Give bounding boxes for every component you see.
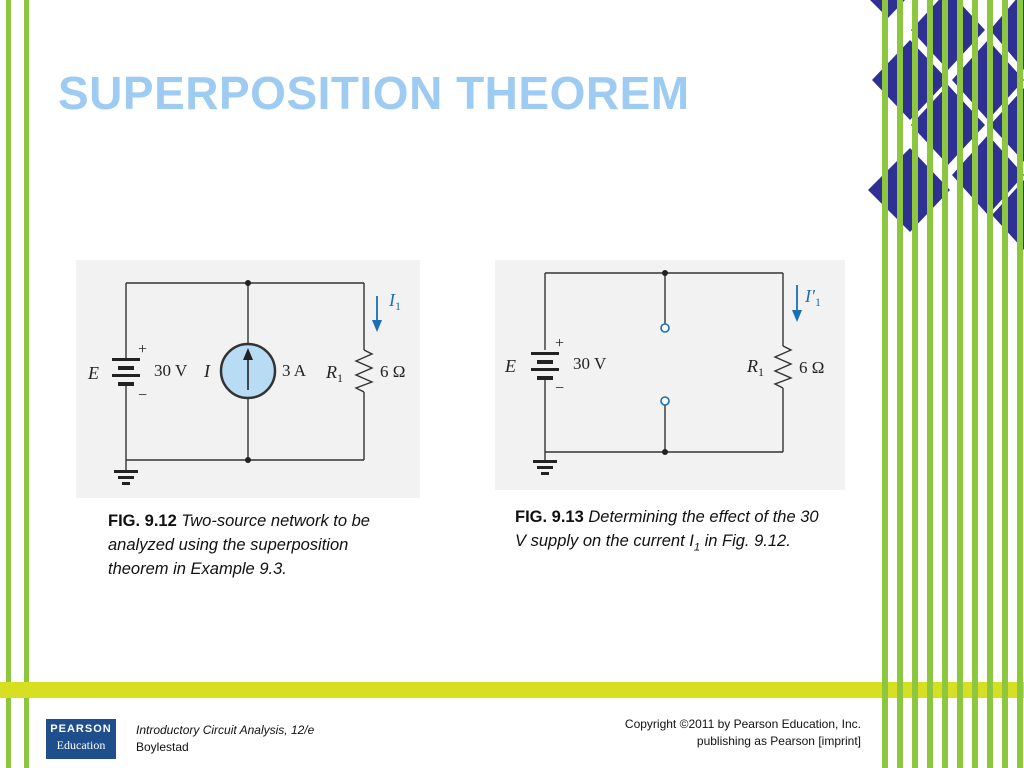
book-author: Boylestad: [136, 740, 189, 754]
battery-symbol: [112, 358, 140, 386]
current-arrow-icon: [792, 285, 802, 322]
figure-9-13-caption: FIG. 9.13 Determining the effect of the …: [515, 505, 830, 559]
resistor-label: R: [325, 362, 337, 382]
current-arrow-icon: [372, 296, 382, 332]
svg-text:R1: R1: [325, 362, 343, 385]
battery-symbol: [531, 352, 559, 380]
current-label: I: [388, 290, 396, 310]
caption-subscript: 1: [693, 541, 700, 554]
svg-text:I′1: I′1: [804, 286, 821, 309]
current-subscript: 1: [395, 299, 401, 313]
source-i-value: 3 A: [282, 361, 307, 380]
junction-dot: [662, 449, 668, 455]
plus-sign: +: [138, 341, 147, 358]
source-i-label: I: [203, 361, 211, 381]
open-terminal: [660, 396, 670, 406]
caption-text: Determining the effect of the 30 V suppl…: [515, 508, 819, 554]
logo-line1: PEARSON: [50, 723, 112, 735]
plus-sign: +: [555, 335, 564, 352]
source-e-value: 30 V: [573, 354, 607, 373]
open-terminal: [660, 323, 670, 333]
resistor-value: 6 Ω: [380, 362, 405, 381]
source-e-label: E: [504, 356, 516, 376]
svg-text:R1: R1: [746, 356, 764, 379]
svg-text:I1: I1: [388, 290, 401, 313]
logo-line2: Education: [56, 738, 106, 752]
figure-9-12-circuit: I1 + − E 30 V I 3 A R1 6 Ω: [76, 260, 420, 498]
yellow-band: [0, 682, 1024, 698]
slide-title: SUPERPOSITION THEOREM: [58, 67, 690, 119]
current-label: I′: [804, 286, 816, 306]
current-source: [219, 342, 277, 400]
copyright-line2: publishing as Pearson [imprint]: [696, 734, 861, 748]
left-stripe: [24, 0, 29, 768]
ground-symbol: [533, 460, 557, 475]
ground-symbol: [114, 470, 138, 485]
caption-text: Two-source network to be analyzed using …: [108, 512, 370, 578]
resistor-subscript: 1: [758, 365, 764, 379]
junction-dot: [245, 280, 251, 286]
source-e-label: E: [87, 363, 99, 383]
minus-sign: −: [555, 380, 564, 397]
resistor-subscript: 1: [337, 371, 343, 385]
pearson-logo: PEARSON Education: [46, 719, 116, 759]
caption-figure-number: FIG. 9.12: [108, 512, 177, 530]
left-stripe: [6, 0, 11, 768]
source-e-value: 30 V: [154, 361, 188, 380]
minus-sign: −: [138, 387, 147, 404]
resistor-value: 6 Ω: [799, 358, 824, 377]
footer-copyright: Copyright ©2011 by Pearson Education, In…: [625, 716, 861, 750]
footer-book-info: Introductory Circuit Analysis, 12/e Boyl…: [136, 722, 314, 756]
junction-dot: [662, 270, 668, 276]
resistor-label: R: [746, 356, 758, 376]
current-subscript: 1: [815, 295, 821, 309]
figure-9-12-caption: FIG. 9.12 Two-source network to be analy…: [108, 509, 408, 581]
copyright-line1: Copyright ©2011 by Pearson Education, In…: [624, 717, 861, 731]
junction-dot: [245, 457, 251, 463]
figure-9-13-circuit: I′1 + − E 30 V R1 6 Ω: [495, 260, 845, 490]
right-stripes: [882, 0, 1023, 768]
caption-figure-number: FIG. 9.13: [515, 508, 584, 526]
book-title: Introductory Circuit Analysis, 12/e: [136, 723, 315, 737]
